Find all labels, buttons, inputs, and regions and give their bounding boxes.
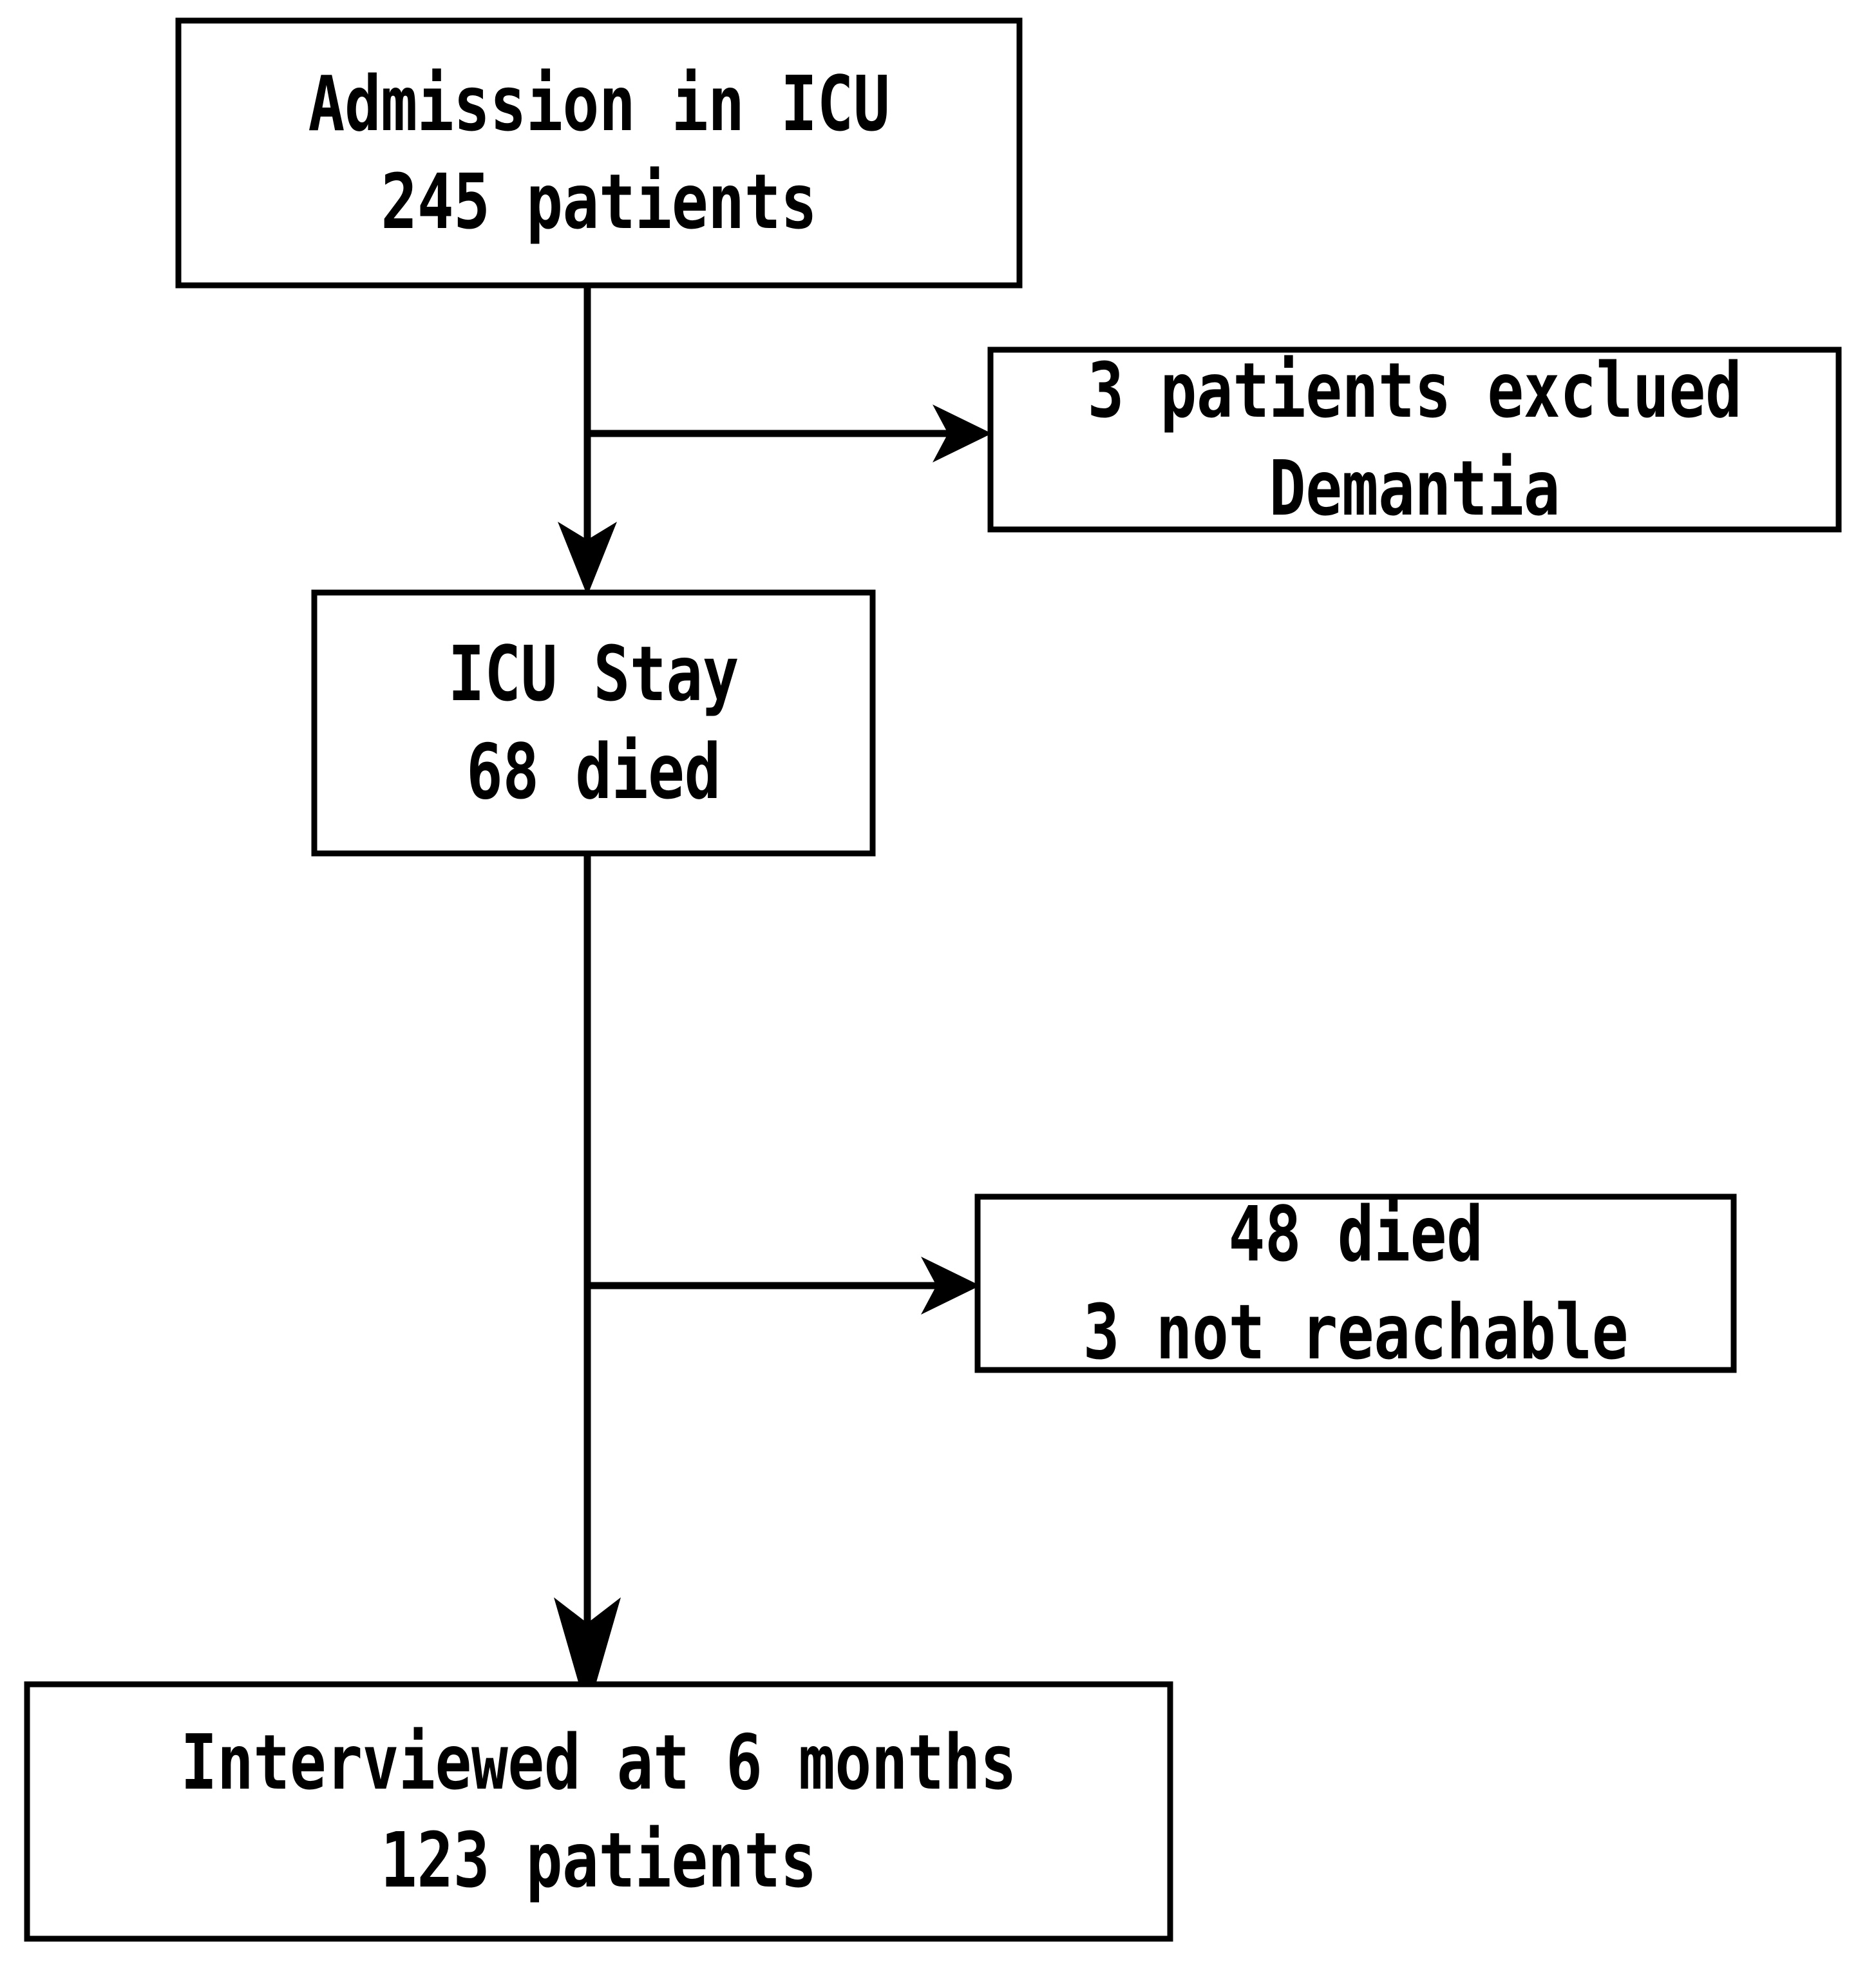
edge-admission-excluded-arrowhead (933, 404, 992, 462)
followup-losses-box (974, 1193, 1737, 1373)
edge-icustay-interview-arrowhead (554, 1597, 621, 1713)
edge-icustay-losses-arrowhead (921, 1257, 980, 1315)
edge-icustay-interview (554, 853, 621, 1713)
edge-admission-excluded (587, 404, 992, 462)
edge-icustay-losses (587, 1257, 980, 1315)
icu-stay-box (311, 589, 876, 857)
edge-admission-icustay (558, 285, 617, 596)
admission-box (175, 17, 1023, 289)
interviewed-box (24, 1681, 1173, 1942)
edge-admission-icustay-arrowhead (558, 522, 617, 596)
excluded-box (987, 347, 1842, 533)
